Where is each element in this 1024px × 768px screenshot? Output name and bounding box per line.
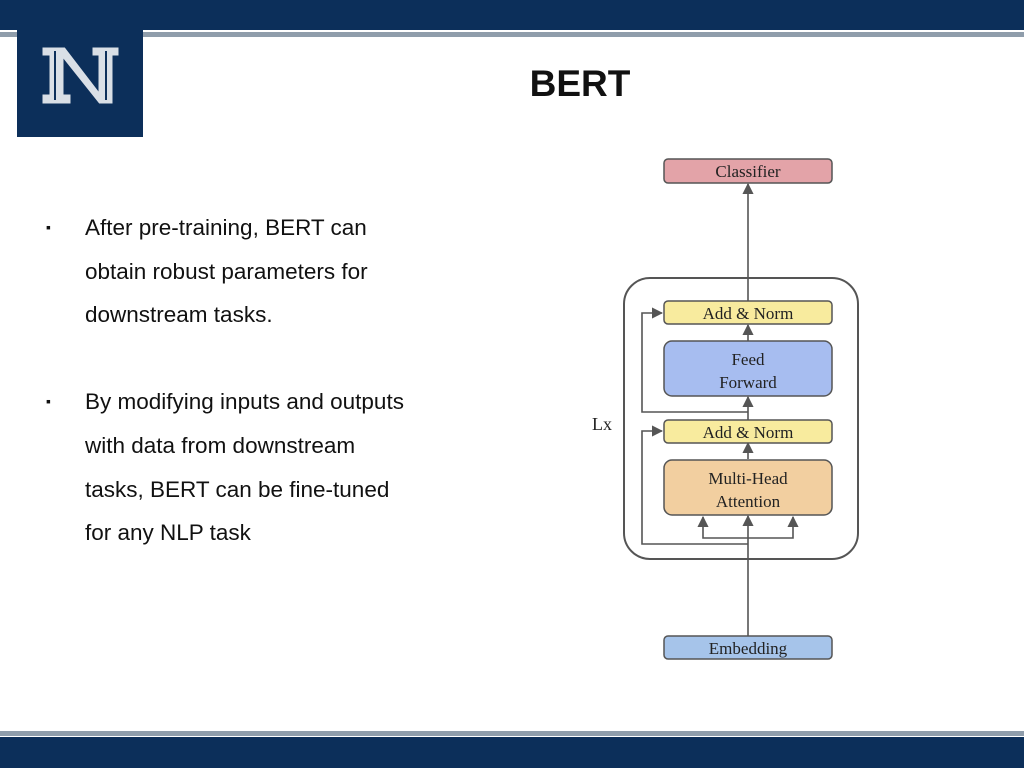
add-norm-box-top [663,300,833,325]
footer-band [0,737,1024,768]
encoder-block-frame [623,277,859,560]
bullet-line: By modifying inputs and outputs [85,389,404,415]
feed-forward-label: Feed [731,350,765,369]
add-norm-label-top: Add & Norm [703,304,794,323]
classifier-box [663,158,833,184]
add-norm-label-bottom: Add & Norm [703,423,794,442]
feed-forward-label: Forward [719,373,777,392]
bullet-list: ▪ After pre-training, BERT can obtain ro… [40,206,470,598]
bullet-marker: ▪ [46,219,51,235]
bert-architecture-diagram: Classifier Add & Norm Feed Forward Lx Ad… [592,158,859,660]
bullet-line: obtain robust parameters for [85,258,368,284]
repeat-count-label: Lx [592,414,612,434]
classifier-label: Classifier [715,162,780,181]
footer-rule [0,731,1024,736]
bullet-line: downstream tasks. [85,302,273,328]
bullet-line: for any NLP task [85,520,251,546]
slide-title: BERT [529,63,631,104]
university-logo [17,20,143,137]
attention-key-arrow [697,515,748,539]
multi-head-attention-box [663,459,833,516]
bullet-line: After pre-training, BERT can [85,215,367,240]
bullet-item: ▪ By modifying inputs and outputs with d… [40,380,470,554]
bullet-line: tasks, BERT can be fine-tuned [85,476,390,502]
header-rule [0,32,1024,37]
bullet-line: with data from downstream [85,432,356,458]
feed-forward-box [663,340,833,397]
header-band [0,0,1024,30]
residual-arrow-upper [641,307,748,413]
embedding-box [663,635,833,660]
attention-label: Multi-Head [708,469,788,488]
embedding-label: Embedding [709,639,788,658]
residual-arrow-lower [641,425,748,545]
bullet-marker: ▪ [46,393,51,410]
attention-label: Attention [716,492,781,511]
attention-value-arrow [748,515,799,539]
add-norm-box-bottom [663,419,833,444]
bullet-item: ▪ After pre-training, BERT can obtain ro… [40,206,470,337]
